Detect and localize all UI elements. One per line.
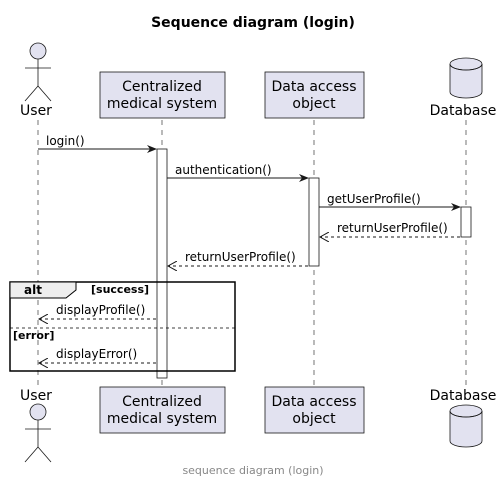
participant-system-bottom: Centralized medical system [99, 386, 226, 434]
participant-dao-label-line2: object [292, 96, 336, 112]
message-displayError: displayError() [39, 347, 156, 363]
diagram-title: Sequence diagram (login) [151, 15, 355, 31]
guard-success: [success] [91, 283, 149, 296]
message-login-label: login() [46, 134, 85, 148]
message-displayProfile-label: displayProfile() [56, 303, 145, 317]
message-getUserProfile: getUserProfile() [319, 192, 461, 211]
actor-user-bottom: User [20, 388, 52, 463]
guard-error: [error] [13, 329, 54, 342]
message-returnUserProfile-dao-label: returnUserProfile() [185, 250, 296, 264]
alt-fragment-tab [9, 281, 77, 299]
participant-dao-bottom: Data access object [264, 386, 365, 434]
message-displayProfile: displayProfile() [39, 303, 156, 319]
participant-system-label-bottom-line1: Centralized [122, 394, 202, 410]
alt-fragment: alt [success] [error] [9, 281, 236, 372]
participant-system-top: Centralized medical system [99, 71, 226, 119]
participant-dao-label-line1: Data access [271, 79, 356, 95]
participant-database-top: Database [430, 57, 497, 119]
message-authentication: authentication() [167, 163, 309, 182]
activation-database [460, 206, 472, 238]
activation-system [156, 148, 168, 379]
participant-user-label-bottom: User [20, 388, 52, 404]
actor-user-top: User [20, 42, 52, 119]
participant-dao-top: Data access object [264, 71, 365, 119]
message-authentication-label: authentication() [175, 163, 272, 177]
user-head-icon [29, 42, 47, 60]
database-icon-bottom [449, 411, 483, 448]
message-getUserProfile-label: getUserProfile() [327, 192, 421, 206]
participant-database-label-bottom: Database [430, 388, 497, 404]
user-head-icon-bottom [29, 403, 47, 421]
participant-database-label: Database [430, 103, 497, 119]
message-returnUserProfile-dao: returnUserProfile() [168, 250, 308, 266]
activation-dao [308, 177, 320, 267]
participant-system-label-line1: Centralized [122, 79, 202, 95]
alt-keyword: alt [24, 283, 42, 297]
diagram-caption: sequence diagram (login) [182, 464, 323, 477]
participant-dao-label-bottom-line1: Data access [271, 394, 356, 410]
database-icon [449, 64, 483, 99]
message-returnUserProfile-db: returnUserProfile() [320, 221, 460, 237]
participant-system-label-bottom-line2: medical system [107, 411, 217, 427]
message-login: login() [38, 134, 157, 153]
participant-dao-label-bottom-line2: object [292, 411, 336, 427]
message-returnUserProfile-db-label: returnUserProfile() [337, 221, 448, 235]
participant-system-label-line2: medical system [107, 96, 217, 112]
participant-database-bottom: Database [430, 388, 497, 448]
message-displayError-label: displayError() [56, 347, 137, 361]
participant-user-label: User [20, 103, 52, 119]
